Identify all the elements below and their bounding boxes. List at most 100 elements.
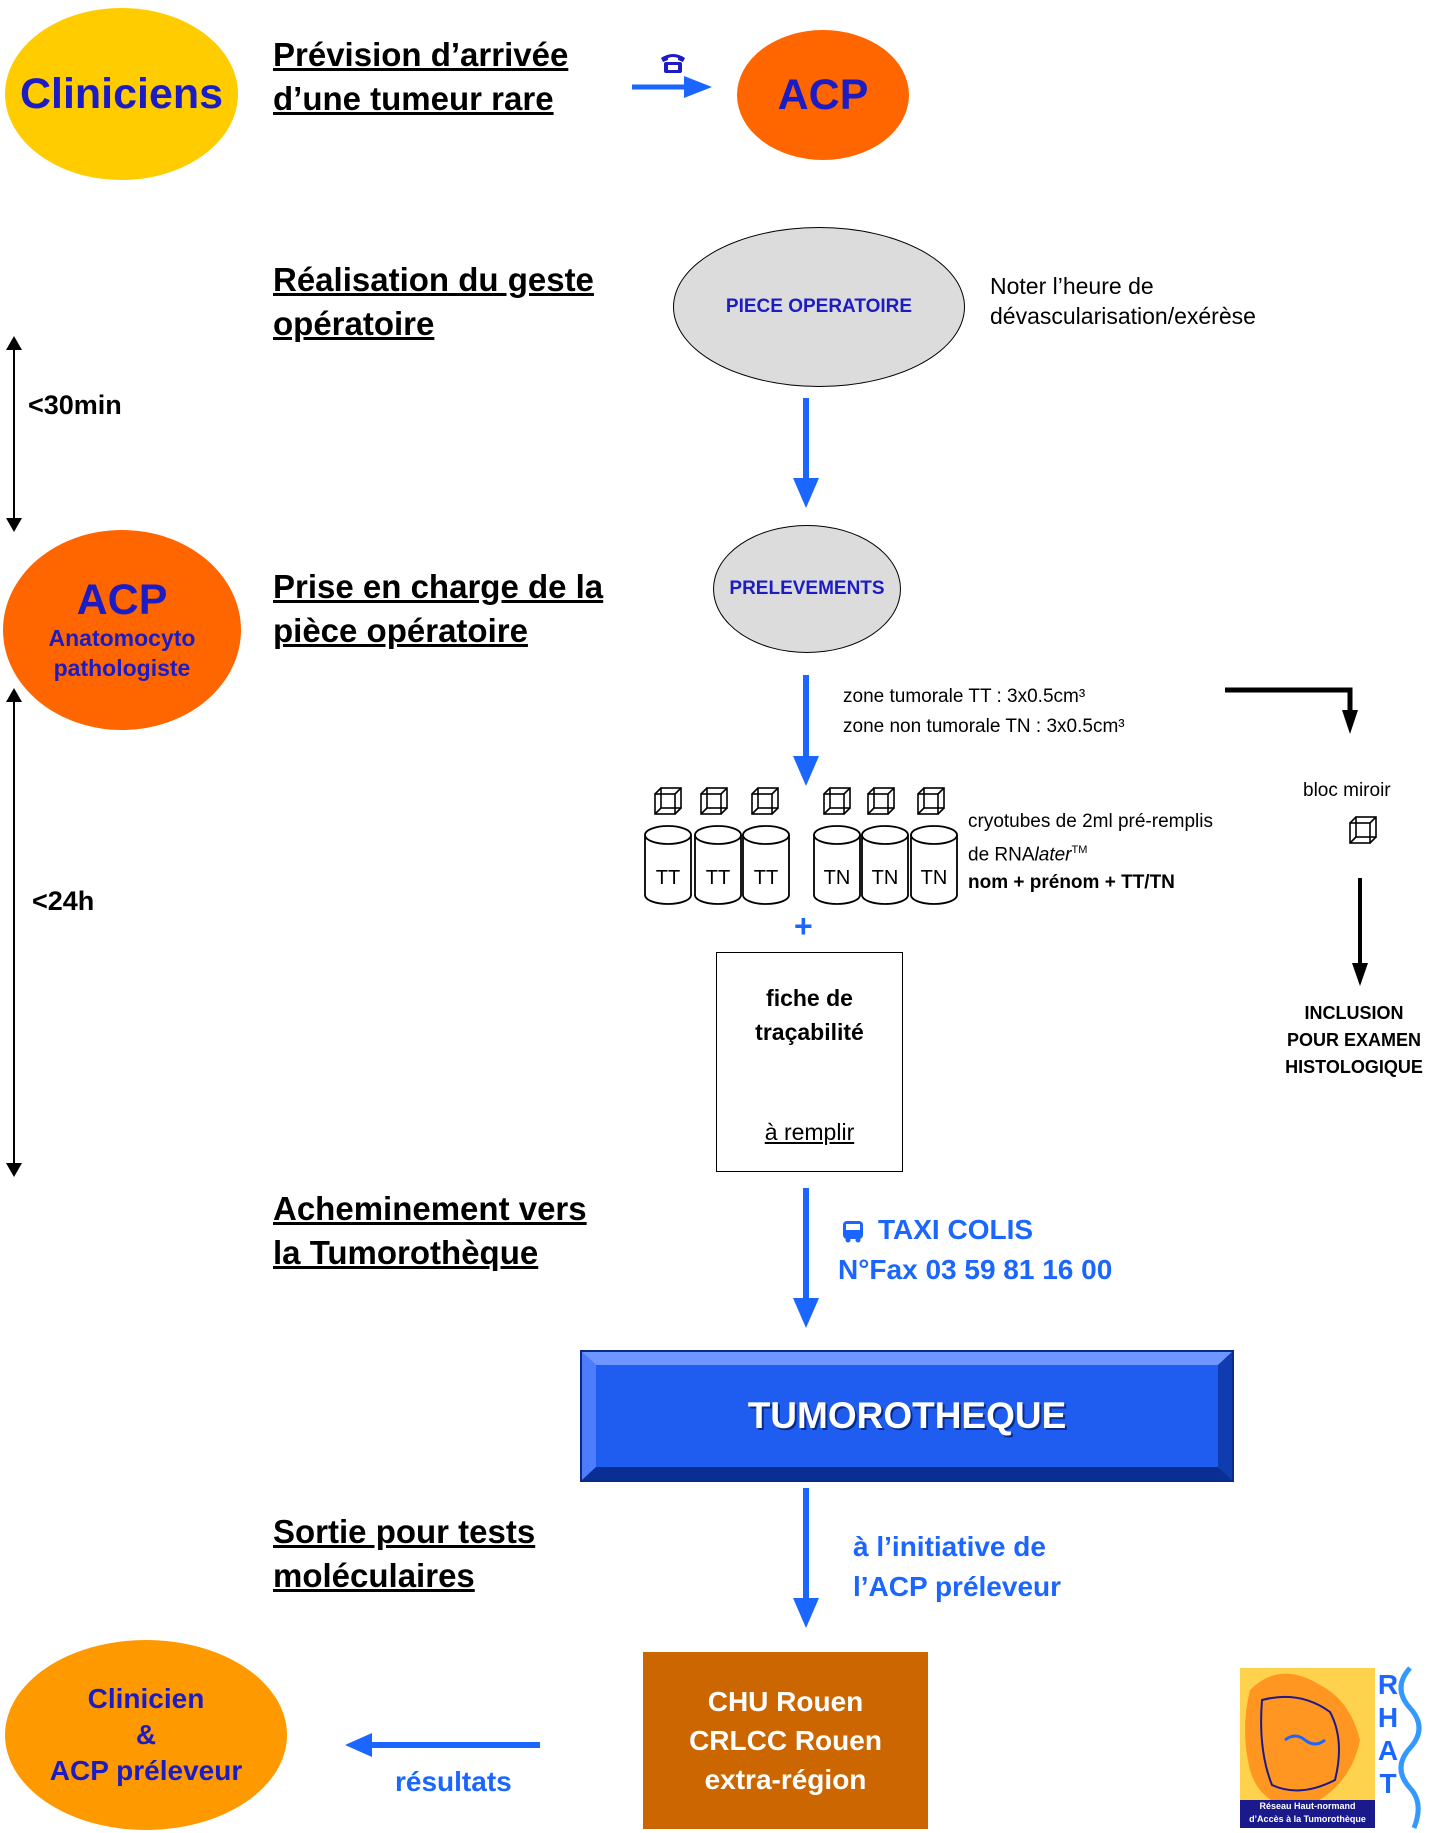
zone-non-tumorale: zone non tumorale TN : 3x0.5cm³ bbox=[843, 716, 1125, 737]
clinicien-line2: & bbox=[135, 1719, 157, 1750]
timing-24h: <24h bbox=[32, 886, 95, 916]
cryotubes-description: cryotubes de 2ml pré-remplis de RNAlater… bbox=[968, 808, 1213, 897]
inclusion-line3: HISTOLOGIQUE bbox=[1285, 1057, 1423, 1077]
taxi-line1: TAXI COLIS bbox=[878, 1214, 1034, 1245]
acp-top-label: ACP bbox=[777, 70, 869, 119]
piece-operatoire-label: PIECE OPERATOIRE bbox=[725, 296, 913, 317]
rhat-letter-r: R bbox=[1377, 1669, 1399, 1700]
cube-icon bbox=[700, 787, 728, 815]
tube-tt-2 bbox=[694, 825, 742, 905]
tube-label: TT bbox=[754, 867, 778, 889]
tube-tn-2 bbox=[861, 825, 909, 905]
initiative-text: à l’initiative de l’ACP préleveur bbox=[853, 1527, 1061, 1607]
timing-30min: <30min bbox=[28, 390, 122, 420]
cube-icon bbox=[751, 787, 779, 815]
initiative-line1: à l’initiative de bbox=[853, 1531, 1046, 1562]
clinicien-line1: Clinicien bbox=[87, 1683, 205, 1714]
arrow-to-bloc-miroir bbox=[1225, 687, 1358, 734]
step-sortie-line2: moléculaires bbox=[273, 1557, 475, 1594]
initiative-line2: l’ACP préleveur bbox=[853, 1571, 1062, 1602]
step-acheminement: Acheminement vers la Tumorothèque bbox=[273, 1187, 587, 1275]
arrow-bloc-to-inclusion bbox=[1352, 878, 1368, 986]
rhat-letter-a: A bbox=[1377, 1735, 1399, 1766]
tube-tn-1 bbox=[813, 825, 861, 905]
inclusion-line1: INCLUSION bbox=[1304, 1003, 1404, 1023]
step-prevision-line1: Prévision d’arrivée bbox=[273, 36, 569, 73]
cube-icons bbox=[654, 787, 1377, 844]
taxi-info: TAXI COLIS N°Fax 03 59 81 16 00 bbox=[838, 1210, 1112, 1290]
tube-label: TT bbox=[656, 867, 680, 889]
fiche-action: à remplir bbox=[764, 1119, 855, 1145]
clinicien-acp-ellipse: Clinicien & ACP préleveur bbox=[5, 1640, 287, 1830]
tube-tn-3 bbox=[910, 825, 958, 905]
step-prevision: Prévision d’arrivée d’une tumeur rare bbox=[273, 33, 568, 121]
cryotubes: TT TT TT TN TN TN bbox=[644, 787, 1377, 905]
rhat-caption-line2: d’Accès à la Tumorothèque bbox=[1249, 1814, 1366, 1824]
prelevements-ellipse: PRELEVEMENTS bbox=[713, 525, 901, 653]
rhat-logo-caption: Réseau Haut-normand d’Accès à la Tumorot… bbox=[1240, 1800, 1375, 1826]
cube-icon bbox=[867, 787, 895, 815]
cube-icon bbox=[917, 787, 945, 815]
bus-icon bbox=[843, 1221, 863, 1243]
step-acheminement-line1: Acheminement vers bbox=[273, 1190, 587, 1227]
arrow-resultats bbox=[345, 1733, 540, 1757]
tube-label: TT bbox=[706, 867, 730, 889]
step-prise-line1: Prise en charge de la bbox=[273, 568, 604, 605]
step-prise-line2: pièce opératoire bbox=[273, 612, 528, 649]
arrow-piece-to-prelevements bbox=[793, 398, 819, 508]
cliniciens-label: Cliniciens bbox=[19, 69, 224, 118]
step-sortie-line1: Sortie pour tests bbox=[273, 1513, 536, 1550]
rhat-caption-line1: Réseau Haut-normand bbox=[1259, 1801, 1356, 1811]
tube-label: TN bbox=[921, 867, 948, 889]
acp-ellipse-anatomocyto: ACP Anatomocyto pathologiste bbox=[3, 530, 241, 730]
cube-icon bbox=[823, 787, 851, 815]
cube-icon bbox=[654, 787, 682, 815]
fiche-line2: traçabilité bbox=[755, 1019, 864, 1045]
piece-note-line2: dévascularisation/exérèse bbox=[990, 303, 1256, 329]
bloc-miroir-label: bloc miroir bbox=[1303, 780, 1391, 801]
rhat-letter-t: T bbox=[1379, 1768, 1397, 1799]
acp-mid-sub-line1: Anatomocyto bbox=[48, 625, 196, 651]
tumorotheque-box-bevel bbox=[580, 1350, 1234, 1482]
tube-tt-3 bbox=[742, 825, 790, 905]
tube-label: TN bbox=[824, 867, 851, 889]
arrow-fiche-to-tumorotheque bbox=[793, 1188, 819, 1328]
piece-operatoire-ellipse: PIECE OPERATOIRE bbox=[673, 227, 965, 387]
clinicien-line3: ACP préleveur bbox=[49, 1755, 243, 1786]
fiche-line1: fiche de bbox=[766, 985, 853, 1011]
acp-mid-sub-line2: pathologiste bbox=[53, 655, 191, 681]
cryotubes-desc-line3: nom + prénom + TT/TN bbox=[968, 872, 1175, 894]
arrow-tumorotheque-to-destinations bbox=[793, 1488, 819, 1628]
cryotubes-desc-line1: cryotubes de 2ml pré-remplis bbox=[968, 811, 1213, 832]
step-prise-en-charge: Prise en charge de la pièce opératoire bbox=[273, 565, 603, 653]
step-realisation-line1: Réalisation du geste bbox=[273, 261, 594, 298]
tumorotheque-label: TUMOROTHEQUE bbox=[747, 1395, 1067, 1436]
plus-sign: + bbox=[794, 908, 813, 944]
phone-icon bbox=[661, 54, 685, 73]
destination-crlcc: CRLCC Rouen bbox=[689, 1725, 882, 1756]
cryotubes-desc-line2: de RNAlaterTM bbox=[968, 844, 1088, 866]
resultats-label: résultats bbox=[395, 1766, 512, 1797]
tube-label: TN bbox=[872, 867, 899, 889]
destination-extra-region: extra-région bbox=[704, 1764, 867, 1795]
step-realisation-line2: opératoire bbox=[273, 305, 435, 342]
acp-mid-title: ACP bbox=[76, 576, 168, 624]
arrow-prelevements-to-tubes bbox=[793, 675, 819, 786]
prelevements-label: PRELEVEMENTS bbox=[729, 578, 885, 599]
step-prevision-line2: d’une tumeur rare bbox=[273, 80, 554, 117]
inclusion-label: INCLUSION POUR EXAMEN HISTOLOGIQUE bbox=[1270, 1000, 1438, 1081]
destination-chu: CHU Rouen bbox=[707, 1686, 864, 1717]
timing-bar-24h bbox=[6, 688, 22, 1177]
timing-bar-30min bbox=[6, 336, 22, 532]
zone-tumorale: zone tumorale TT : 3x0.5cm³ bbox=[843, 686, 1086, 707]
cube-icon bbox=[1349, 816, 1377, 844]
zones-text: zone tumorale TT : 3x0.5cm³ zone non tum… bbox=[843, 682, 1125, 742]
rhat-logo bbox=[1240, 1666, 1422, 1829]
acp-ellipse-top: ACP bbox=[737, 30, 909, 160]
destinations-box: CHU Rouen CRLCC Rouen extra-région bbox=[643, 1652, 928, 1829]
step-sortie: Sortie pour tests moléculaires bbox=[273, 1510, 535, 1598]
arrow-cliniciens-to-acp bbox=[632, 76, 712, 98]
piece-note-line1: Noter l’heure de bbox=[990, 273, 1154, 299]
rhat-logo-letters: R H A T bbox=[1376, 1668, 1400, 1800]
step-acheminement-line2: la Tumorothèque bbox=[273, 1234, 539, 1271]
